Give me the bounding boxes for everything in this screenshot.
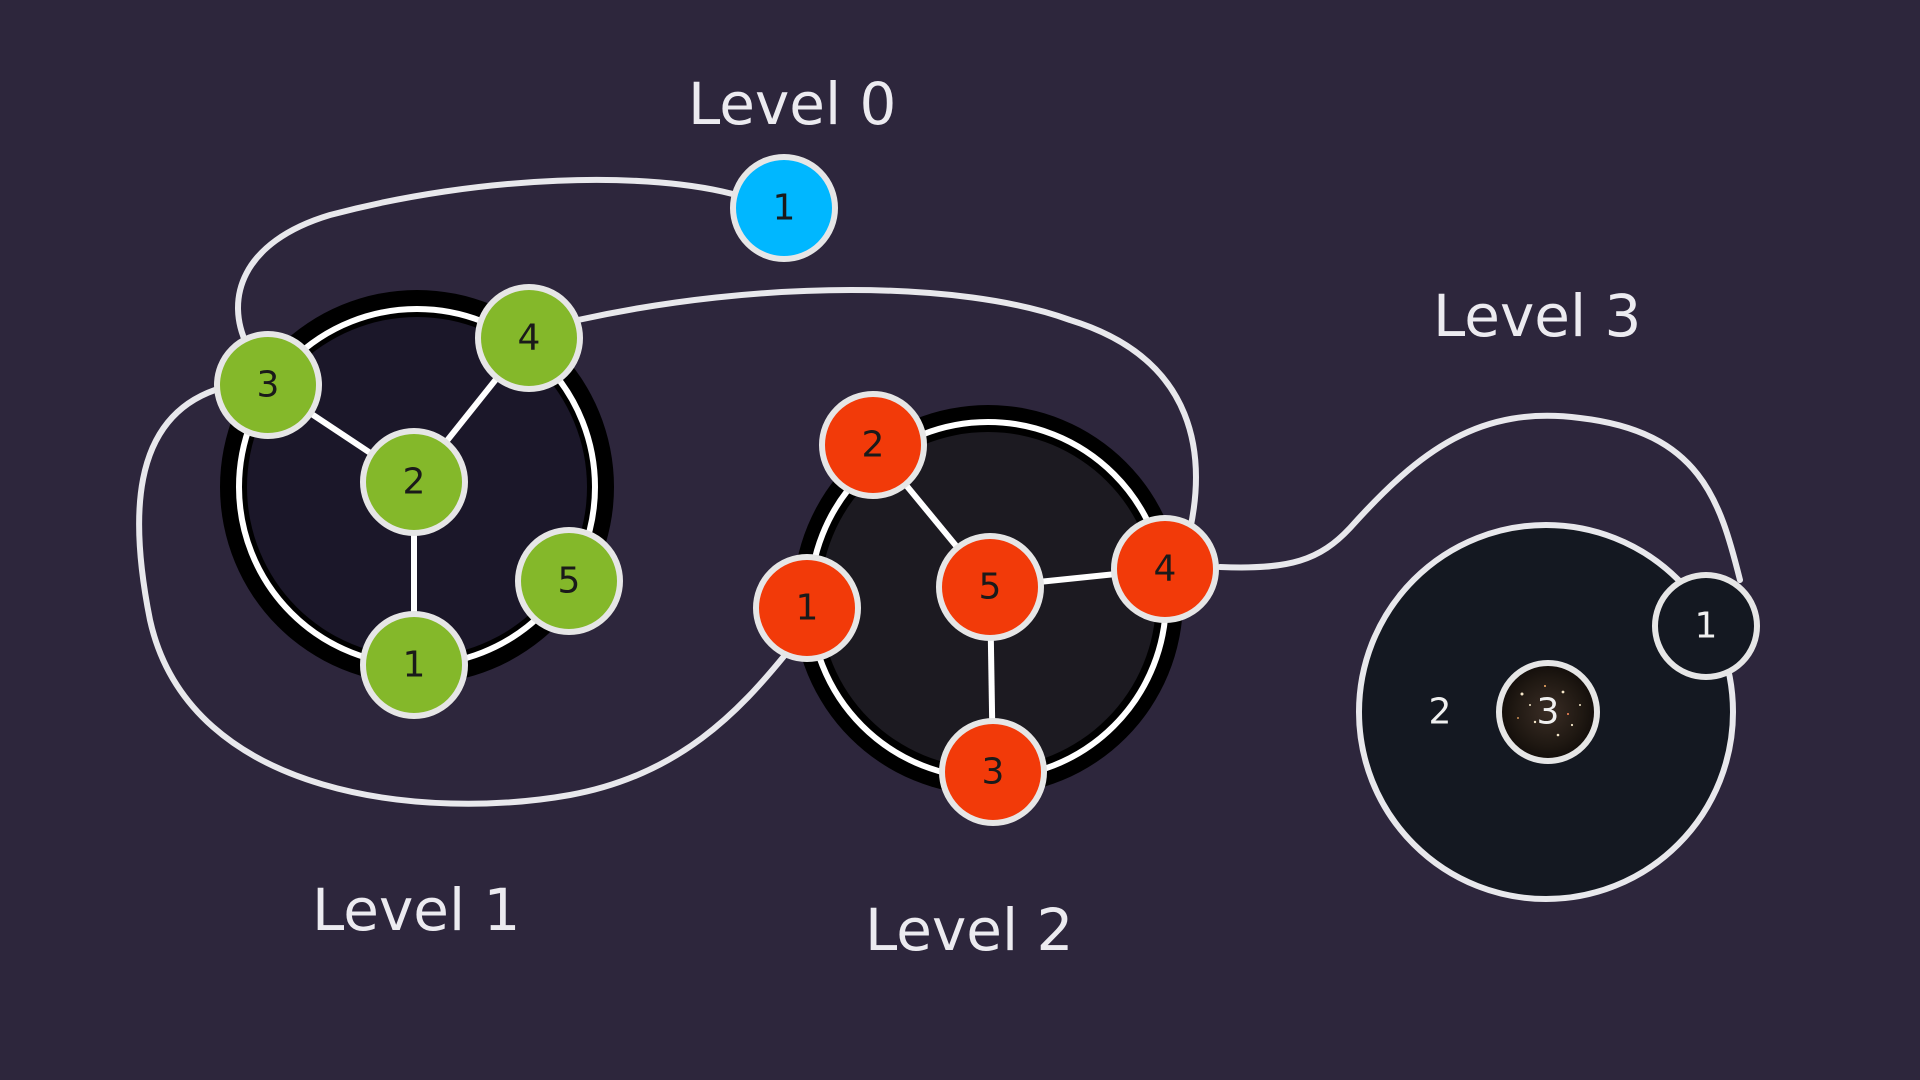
level-1-node-3-label: 3 bbox=[257, 365, 280, 406]
level-2-node-2-label: 2 bbox=[862, 425, 885, 466]
level-1-node-2[interactable]: 2 bbox=[360, 428, 468, 536]
level-3-node-2-label: 2 bbox=[1429, 692, 1452, 733]
level-3-title: Level 3 bbox=[1433, 282, 1641, 350]
level-1-node-3[interactable]: 3 bbox=[214, 331, 322, 439]
level-1-title: Level 1 bbox=[312, 876, 520, 944]
level-2-node-4-label: 4 bbox=[1154, 549, 1177, 590]
level-2-node-5[interactable]: 5 bbox=[936, 533, 1044, 641]
level-2-node-5-label: 5 bbox=[979, 567, 1002, 608]
level-1-node-5-label: 5 bbox=[558, 561, 581, 602]
level-3-node-1[interactable]: 1 bbox=[1652, 572, 1760, 680]
level-0-title: Level 0 bbox=[688, 70, 896, 138]
level-1-node-4-label: 4 bbox=[518, 318, 541, 359]
level-3-node-2: 2 bbox=[1429, 692, 1452, 733]
level-1-node-5[interactable]: 5 bbox=[515, 527, 623, 635]
level-3-node-3-label: 3 bbox=[1537, 692, 1560, 733]
level-2-node-1-label: 1 bbox=[796, 588, 819, 629]
level-2-title: Level 2 bbox=[865, 896, 1073, 964]
level-2-node-1[interactable]: 1 bbox=[753, 554, 861, 662]
link-level0-1-to-level1-3 bbox=[235, 176, 743, 348]
level-3-node-3[interactable]: 3 bbox=[1496, 660, 1600, 764]
level-1-node-1[interactable]: 1 bbox=[360, 611, 468, 719]
starfield-dots bbox=[1517, 685, 1581, 737]
link-level1-3-to-level2-1 bbox=[136, 387, 788, 807]
level-3-node-1-label: 1 bbox=[1695, 606, 1718, 647]
level-3-node-3-starfield bbox=[1496, 660, 1600, 764]
level-2-node-2[interactable]: 2 bbox=[819, 391, 927, 499]
level-1-node-2-label: 2 bbox=[403, 462, 426, 503]
link-level1-4-to-level2-4 bbox=[575, 287, 1199, 533]
level-2-node-3-label: 3 bbox=[982, 752, 1005, 793]
level-1-node-1-label: 1 bbox=[403, 645, 426, 686]
level-0-node-1[interactable]: 1 bbox=[730, 154, 838, 262]
link-level2-4-to-level3-1 bbox=[1217, 412, 1743, 583]
level-2-node-3[interactable]: 3 bbox=[939, 718, 1047, 826]
level-2-node-4[interactable]: 4 bbox=[1111, 515, 1219, 623]
level-1-node-4[interactable]: 4 bbox=[475, 284, 583, 392]
level-0-node-1-label: 1 bbox=[773, 188, 796, 229]
